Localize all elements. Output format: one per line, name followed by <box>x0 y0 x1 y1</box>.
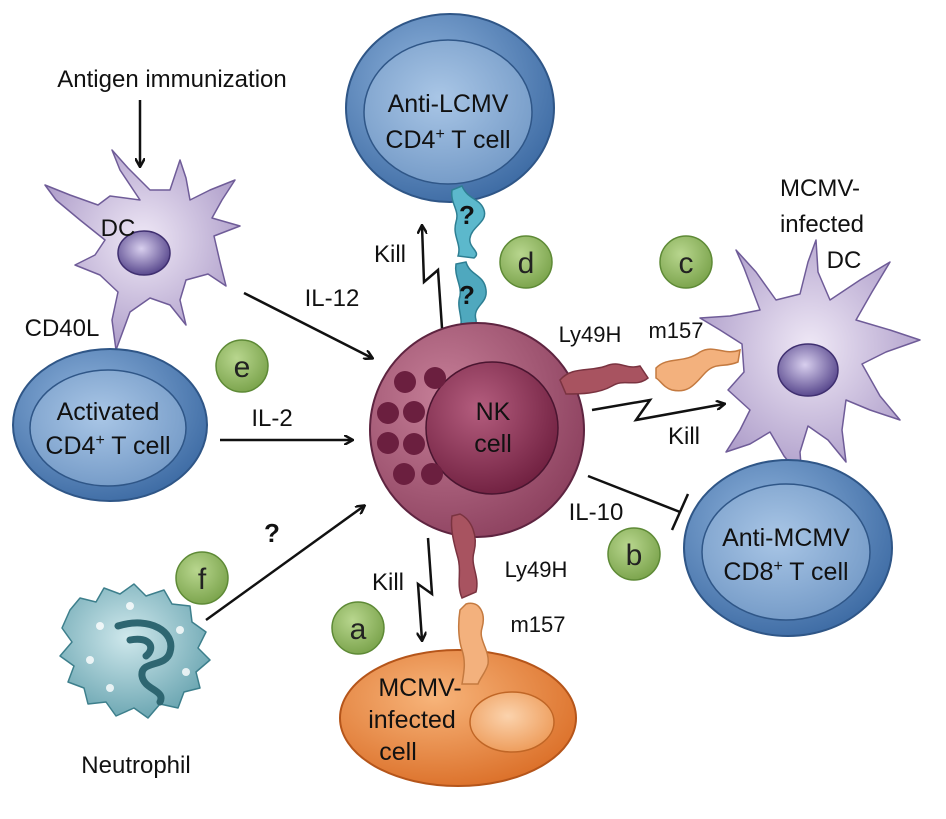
dendritic-cell: DC <box>44 149 241 351</box>
anti-mcmv-cd8-t-cell: Anti-MCMV CD8+ T cell <box>683 459 893 637</box>
anti-mcmv-label-line2: CD8+ T cell <box>723 558 848 586</box>
neutrophil-arrow <box>205 506 364 622</box>
svg-text:f: f <box>198 563 207 596</box>
mcmv-cell-label-line1: MCMV- <box>378 674 461 702</box>
svg-text:c: c <box>679 247 694 280</box>
il12-arrow <box>243 291 372 358</box>
anti-lcmv-label-line2: CD4+ T cell <box>385 126 510 154</box>
badge-d: d <box>499 235 553 289</box>
badge-f: f <box>175 551 229 605</box>
mcmv-cell-label-line2: infected <box>368 706 456 734</box>
anti-mcmv-label-line1: Anti-MCMV <box>722 524 850 552</box>
activated-label-line1: Activated <box>57 398 160 426</box>
question-mark-lcmv-1: ? <box>459 200 475 230</box>
ly49h-m157-right <box>559 348 741 395</box>
nk-label-line2: cell <box>474 430 512 458</box>
il2-label: IL-2 <box>251 405 292 432</box>
kill-arrow-mcmv-cell <box>418 537 434 640</box>
kill-right-label: Kill <box>668 423 700 450</box>
il10-label: IL-10 <box>569 499 624 526</box>
il10-inhibition-bar <box>670 493 690 531</box>
badge-b: b <box>607 527 661 581</box>
mcmv-dc-label-line2: infected <box>780 211 864 238</box>
badge-c: c <box>659 235 713 289</box>
mcmv-cell-label-line3: cell <box>379 738 417 766</box>
dc-label: DC <box>101 215 136 242</box>
nk-cell: NK cell <box>369 322 585 538</box>
ly49h-right-label: Ly49H <box>559 322 622 347</box>
nk-label-line1: NK <box>476 398 511 426</box>
kill-arrow-dc <box>591 398 724 422</box>
svg-text:d: d <box>518 247 535 280</box>
ly49h-m157-bottom <box>450 513 489 685</box>
kill-arrow-lcmv <box>422 226 444 329</box>
il10-inhibition-line <box>587 474 681 514</box>
activated-cd4-t-cell: Activated CD4+ T cell <box>12 348 208 502</box>
mcmv-dc-label-line1: MCMV- <box>780 175 860 202</box>
svg-text:e: e <box>234 351 251 384</box>
mcmv-infected-cell: MCMV- infected cell <box>339 649 577 787</box>
kill-top-label: Kill <box>374 241 406 268</box>
anti-lcmv-cd4-t-cell: Anti-LCMV CD4+ T cell <box>345 13 555 203</box>
question-mark-neutrophil: ? <box>264 518 280 548</box>
cd40l-label: CD40L <box>25 315 100 342</box>
svg-text:a: a <box>350 613 367 646</box>
antigen-immunization-label: Antigen immunization <box>57 66 286 93</box>
badge-e: e <box>215 339 269 393</box>
svg-text:b: b <box>626 539 643 572</box>
activated-label-line2: CD4+ T cell <box>45 432 170 460</box>
lcmv-receptor-pair: ? ? <box>451 185 487 347</box>
mcmv-dc-label-line3: DC <box>827 247 862 274</box>
anti-lcmv-label-line1: Anti-LCMV <box>388 90 509 118</box>
il12-label: IL-12 <box>305 285 360 312</box>
m157-bottom-label: m157 <box>510 612 565 637</box>
kill-bottom-label: Kill <box>372 569 404 596</box>
question-mark-lcmv-2: ? <box>459 280 475 310</box>
ly49h-bottom-label: Ly49H <box>505 557 568 582</box>
mcmv-infected-dc <box>699 239 921 479</box>
badge-a: a <box>331 601 385 655</box>
neutrophil-cell <box>59 583 211 719</box>
m157-right-label: m157 <box>648 318 703 343</box>
neutrophil-label: Neutrophil <box>81 752 190 779</box>
